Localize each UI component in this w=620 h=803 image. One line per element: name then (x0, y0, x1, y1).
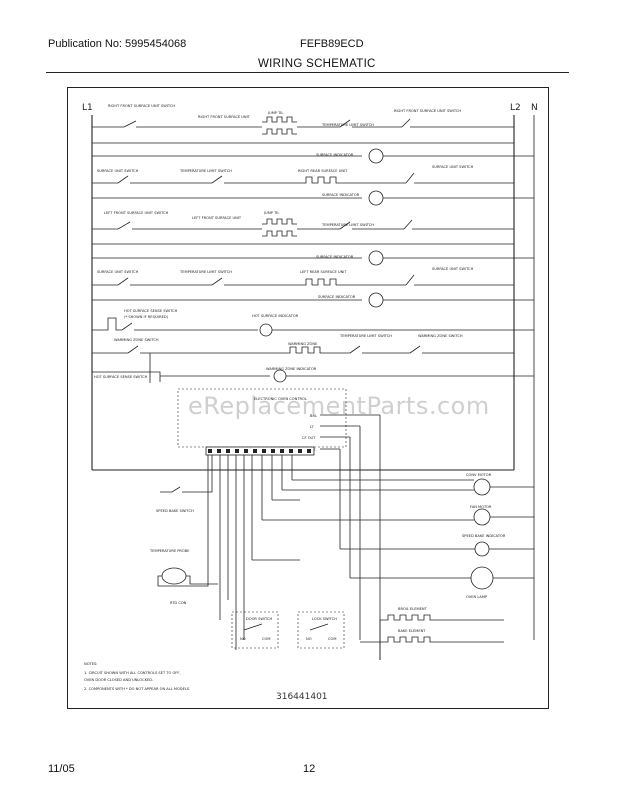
svg-text:TEMPERATURE LIMIT SWITCH: TEMPERATURE LIMIT SWITCH (179, 270, 232, 274)
svg-text:WARMING ZONE INDICATOR: WARMING ZONE INDICATOR (266, 367, 317, 371)
rail-l2-label: L2 (510, 103, 521, 113)
svg-text:BROIL ELEMENT: BROIL ELEMENT (398, 607, 428, 611)
svg-text:NO: NO (240, 637, 246, 641)
svg-text:JUMP TIL: JUMP TIL (267, 111, 283, 115)
svg-text:ELECTRONIC OVEN CONTROL: ELECTRONIC OVEN CONTROL (254, 397, 307, 401)
part-number: 316441401 (276, 692, 328, 702)
svg-text:SURFACE UNIT SWITCH: SURFACE UNIT SWITCH (432, 165, 474, 169)
left-sensors: SPEED BAKE SWITCH TEMPERATURE PROBE RTD … (149, 455, 218, 605)
connector-pin (280, 449, 284, 453)
rail-l1-label: L1 (82, 103, 93, 113)
svg-text:TEMPERATURE LIMIT SWITCH: TEMPERATURE LIMIT SWITCH (321, 123, 374, 127)
svg-text:FAN MOTOR: FAN MOTOR (470, 505, 492, 509)
oven-elements: BROIL ELEMENT BAKE ELEMENT (360, 607, 504, 660)
connector-pin (307, 449, 311, 453)
door-switches: DOOR SWITCH LOCK SWITCH NO COM NO COM (231, 611, 345, 649)
svg-text:TEMPERATURE LIMIT SWITCH: TEMPERATURE LIMIT SWITCH (339, 334, 392, 338)
svg-text:RIGHT REAR SURFACE UNIT: RIGHT REAR SURFACE UNIT (298, 169, 348, 173)
svg-text:OVEN DOOR CLOSED AND UNLOCKED.: OVEN DOOR CLOSED AND UNLOCKED. (84, 678, 153, 682)
svg-text:SURFACE INDICATOR: SURFACE INDICATOR (322, 193, 360, 197)
svg-text:CONV MOTOR: CONV MOTOR (466, 473, 492, 477)
svg-text:1. CIRCUIT SHOWN WITH ALL CO: 1. CIRCUIT SHOWN WITH ALL CONTROLS SET T… (84, 671, 181, 675)
connector-pin (208, 449, 212, 453)
svg-text:WARMING ZONE: WARMING ZONE (288, 342, 318, 346)
footer-date: 11/05 (48, 763, 75, 775)
watermark: eReplacementParts.com (188, 392, 490, 420)
connector-pin (244, 449, 248, 453)
svg-text:LOCK SWITCH: LOCK SWITCH (312, 617, 337, 621)
svg-text:OVEN LAMP: OVEN LAMP (466, 595, 488, 599)
svg-text:LEFT FRONT SURFACE UNIT: LEFT FRONT SURFACE UNIT (192, 216, 242, 220)
svg-text:WARMING ZONE SWITCH: WARMING ZONE SWITCH (114, 338, 159, 342)
svg-text:TEMPERATURE LIMIT SWITCH: TEMPERATURE LIMIT SWITCH (321, 223, 374, 227)
svg-text:TEMPERATURE LIMIT SWITCH: TEMPERATURE LIMIT SWITCH (179, 169, 232, 173)
model-number: FEFB89ECD (300, 38, 364, 50)
publication-number: Publication No: 5995454068 (48, 38, 187, 50)
svg-text:2. COMPONENTS WITH * DO NOT: 2. COMPONENTS WITH * DO NOT APPEAR ON AL… (84, 687, 190, 691)
svg-text:SURFACE UNIT SWITCH: SURFACE UNIT SWITCH (432, 267, 474, 271)
svg-text:LEFT REAR SURFACE UNIT: LEFT REAR SURFACE UNIT (300, 270, 347, 274)
connector-pin (253, 449, 257, 453)
connector-pin (262, 449, 266, 453)
svg-text:SURFACE INDICATOR: SURFACE INDICATOR (316, 255, 354, 259)
circuit-left-front: LEFT FRONT SURFACE UNIT SWITCH LEFT FRON… (92, 211, 534, 266)
connector-pin (298, 449, 302, 453)
svg-text:COM: COM (262, 637, 270, 641)
right-loads: CONV MOTOR FAN MOTOR SPEED BAKE INDICATO… (252, 470, 535, 640)
page-number: 12 (303, 763, 316, 775)
svg-text:SPEED BAKE INDICATOR: SPEED BAKE INDICATOR (462, 534, 506, 538)
svg-text:JUMP TIL: JUMP TIL (263, 211, 279, 215)
svg-text:NO: NO (306, 637, 312, 641)
svg-text:HOT SURFACE INDICATOR: HOT SURFACE INDICATOR (252, 314, 299, 318)
svg-text:BRL: BRL (310, 414, 317, 418)
svg-text:(* SHOWN IF REQUIRED): (* SHOWN IF REQUIRED) (124, 315, 169, 319)
svg-text:HOT SURFACE SENSE SWITCH: HOT SURFACE SENSE SWITCH (124, 309, 178, 313)
svg-text:CF OUT: CF OUT (302, 436, 316, 440)
connector-pin (271, 449, 275, 453)
connector-pin (226, 449, 230, 453)
rail-n-label: N (531, 103, 538, 113)
circuit-warming-zone: WARMING ZONE SWITCH WARMING ZONE TEMPERA… (92, 334, 534, 383)
circuit-left-rear: SURFACE UNIT SWITCH TEMPERATURE LIMIT SW… (92, 267, 534, 308)
svg-text:WARMING ZONE SWITCH: WARMING ZONE SWITCH (418, 334, 463, 338)
header-rule (46, 72, 569, 73)
svg-text:SURFACE INDICATOR: SURFACE INDICATOR (318, 295, 356, 299)
connector-pin (235, 449, 239, 453)
svg-text:TEMPERATURE PROBE: TEMPERATURE PROBE (149, 549, 190, 553)
svg-text:DOOR SWITCH: DOOR SWITCH (246, 617, 272, 621)
circuit-hot-surface: HOT SURFACE SENSE SWITCH (* SHOWN IF REQ… (92, 309, 534, 337)
connector-pin (217, 449, 221, 453)
svg-text:NOTES:: NOTES: (84, 662, 97, 666)
oven-control-section: ELECTRONIC OVEN CONTROL BRL LT CF OUT BA… (177, 388, 381, 660)
page-title: WIRING SCHEMATIC (258, 58, 376, 70)
svg-text:SURFACE UNIT SWITCH: SURFACE UNIT SWITCH (97, 169, 139, 173)
svg-text:LT: LT (310, 425, 315, 429)
schematic-notes: NOTES: 1. CIRCUIT SHOWN WITH ALL CONTROL… (84, 662, 190, 691)
svg-text:LEFT FRONT SURFACE UNIT SWITCH: LEFT FRONT SURFACE UNIT SWITCH (104, 211, 169, 215)
svg-text:RIGHT FRONT SURFACE UNIT: RIGHT FRONT SURFACE UNIT (198, 115, 251, 119)
svg-text:RIGHT FRONT SURFACE UNIT SWITC: RIGHT FRONT SURFACE UNIT SWITCH (394, 109, 461, 113)
circuit-right-front: RIGHT FRONT SURFACE UNIT SWITCH RIGHT FR… (92, 104, 534, 164)
svg-text:RTD CON: RTD CON (170, 601, 187, 605)
svg-text:HOT SURFACE SENSE SWITCH: HOT SURFACE SENSE SWITCH (94, 375, 148, 379)
svg-text:SURFACE UNIT SWITCH: SURFACE UNIT SWITCH (97, 270, 139, 274)
svg-text:COM: COM (328, 637, 336, 641)
schematic-frame (67, 87, 549, 709)
connector-pin (289, 449, 293, 453)
svg-text:BAKE ELEMENT: BAKE ELEMENT (398, 629, 426, 633)
svg-text:RIGHT FRONT SURFACE UNIT SWITC: RIGHT FRONT SURFACE UNIT SWITCH (108, 104, 175, 108)
svg-text:SURFACE INDICATOR: SURFACE INDICATOR (316, 153, 354, 157)
svg-text:SPEED BAKE SWITCH: SPEED BAKE SWITCH (156, 509, 194, 513)
circuit-right-rear: SURFACE UNIT SWITCH TEMPERATURE LIMIT SW… (92, 165, 534, 206)
